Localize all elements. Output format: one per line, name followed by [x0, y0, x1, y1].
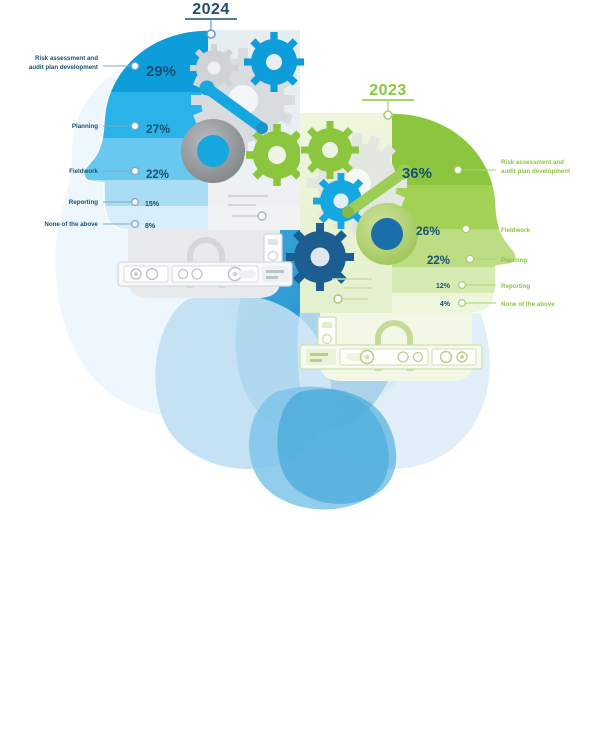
gear-icon [190, 44, 238, 92]
callout-dot-icon [465, 254, 475, 264]
callouts-2024: Risk assessment and audit plan developme… [29, 55, 176, 230]
callout-value-2023-1: 36% [402, 165, 432, 182]
arch-2024 [187, 237, 225, 288]
callout-dot-icon [383, 110, 393, 120]
callout-label-2023-1b: audit plan development [501, 168, 570, 175]
tech-ticks-2024 [228, 195, 268, 217]
callout-value-2023-3: 22% [427, 255, 450, 267]
callout-value-2023-5: 4% [440, 301, 451, 308]
gear-cluster-2024 [181, 32, 308, 186]
head-outline-2023 [391, 112, 517, 314]
callout-dot-icon [457, 280, 467, 290]
blob-accent-bottom-2 [277, 389, 397, 504]
callout-label-2024-4: Reporting [69, 199, 98, 206]
callout-value-2024-1: 29% [146, 63, 176, 80]
node-2023 [333, 294, 343, 304]
callout-value-2024-5: 8% [145, 223, 156, 230]
callout-dot-icon [206, 29, 216, 39]
callout-value-2024-3: 22% [146, 169, 169, 181]
callout-dot-icon [130, 61, 140, 71]
node-2024 [257, 211, 267, 221]
pointer-arm-2024 [199, 80, 268, 134]
callout-label-2024-1b: audit plan development [29, 64, 98, 71]
callout-dot-icon [461, 224, 471, 234]
callout-row-2023-1: 36% Risk assessment and audit plan devel… [402, 159, 570, 182]
gear-icon [246, 124, 308, 186]
pointer-arm-2023 [342, 164, 412, 218]
callout-dot-icon [457, 298, 467, 308]
callout-label-2023-2: Fieldwork [501, 227, 530, 234]
year-label-2023: 2023 [369, 82, 407, 99]
callout-row-2024-2: Planning 27% [72, 121, 170, 136]
callout-label-2023-5: None of the above [501, 301, 555, 308]
callout-label-2023-4: Reporting [501, 283, 530, 290]
lens-2023 [356, 203, 418, 265]
callout-dot-icon [130, 197, 140, 207]
callout-value-2024-2: 27% [146, 122, 170, 136]
head-outline-2024 [83, 29, 209, 231]
callout-row-2024-3: Fieldwork 22% [69, 166, 169, 181]
callout-row-2024-1: Risk assessment and audit plan developme… [29, 55, 176, 80]
lens-2024 [181, 119, 245, 183]
callout-dot-icon [130, 121, 140, 131]
callout-label-2023-1a: Risk assessment and [501, 159, 564, 166]
callout-label-2024-5: None of the above [44, 221, 98, 228]
server-icon [117, 261, 293, 287]
callout-row-2023-2: 26% Fieldwork [416, 224, 530, 238]
callout-row-2023-4: 12% Reporting [436, 280, 530, 290]
callouts-2023: 36% Risk assessment and audit plan devel… [402, 159, 570, 308]
callout-row-2024-5: None of the above 8% [44, 219, 156, 230]
callout-value-2023-4: 12% [436, 283, 451, 290]
gear-cluster-2023 [286, 121, 418, 291]
callout-label-2024-2: Planning [72, 123, 98, 130]
gear-icon [301, 121, 359, 179]
tech-ticks-2023 [332, 278, 372, 300]
callout-value-2024-4: 15% [145, 201, 160, 208]
callout-row-2023-3: 22% Planning [427, 254, 527, 267]
year-label-2024: 2024 [192, 1, 230, 18]
panel-2023: 2023 36% Risk assessment and audit plan … [286, 82, 570, 381]
callout-label-2024-1a: Risk assessment and [35, 55, 98, 62]
callout-dot-icon [130, 219, 140, 229]
callout-row-2024-4: Reporting 15% [69, 197, 160, 208]
callout-label-2023-3: Planning [501, 257, 527, 264]
callout-value-2023-2: 26% [416, 224, 440, 238]
year-header-2024: 2024 [185, 1, 237, 39]
arch-2023 [375, 320, 413, 371]
gear-icon [244, 32, 304, 92]
year-header-2023: 2023 [362, 82, 414, 120]
callout-label-2024-3: Fieldwork [69, 168, 98, 175]
server-icon [299, 344, 483, 370]
gear-icon [286, 223, 354, 291]
callout-dot-icon [130, 166, 140, 176]
callout-row-2023-5: 4% None of the above [440, 298, 555, 308]
callout-dot-icon [453, 165, 463, 175]
